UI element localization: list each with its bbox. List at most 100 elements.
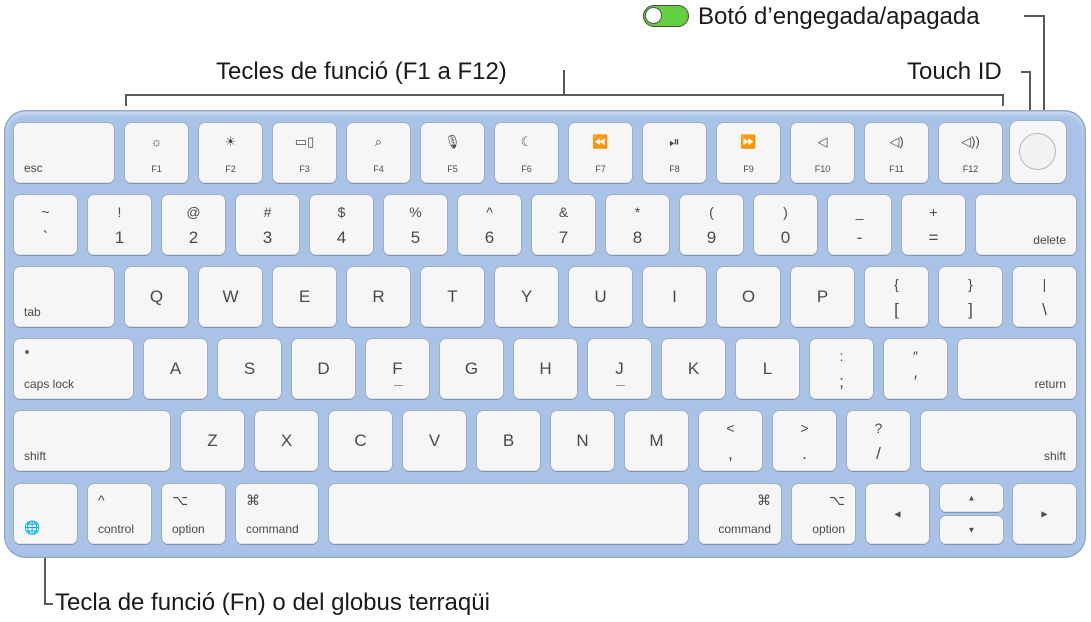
- key-backtick-bottom: `: [42, 228, 49, 247]
- key-r[interactable]: R: [347, 267, 410, 327]
- key-f4[interactable]: ⌕F4: [347, 123, 410, 183]
- key-command-right[interactable]: ⌘command: [699, 484, 781, 544]
- key-p[interactable]: P: [791, 267, 854, 327]
- key-esc[interactable]: esc: [14, 123, 114, 183]
- key-minus[interactable]: _-: [828, 195, 891, 255]
- key-caps-lock[interactable]: caps lock: [14, 339, 133, 399]
- key-0-top: ): [783, 204, 788, 220]
- key-4[interactable]: $4: [310, 195, 373, 255]
- touch-id-button[interactable]: [1010, 121, 1066, 183]
- key-v[interactable]: V: [403, 411, 466, 471]
- key-6[interactable]: ^6: [458, 195, 521, 255]
- key-q[interactable]: Q: [125, 267, 188, 327]
- key-9[interactable]: (9: [680, 195, 743, 255]
- option-icon: ⌥: [172, 492, 189, 508]
- arrow-left-icon: ◀: [894, 509, 901, 519]
- key-arrow-up[interactable]: ▲: [940, 484, 1003, 512]
- key-command-left[interactable]: ⌘command: [236, 484, 318, 544]
- key-fn-globe[interactable]: 🌐: [14, 484, 77, 544]
- key-x[interactable]: X: [255, 411, 318, 471]
- key-shift-right[interactable]: shift: [921, 411, 1076, 471]
- key-g[interactable]: G: [440, 339, 503, 399]
- key-8[interactable]: *8: [606, 195, 669, 255]
- key-tab[interactable]: tab: [14, 267, 114, 327]
- key-y[interactable]: Y: [495, 267, 558, 327]
- command-icon: ⌘: [757, 492, 771, 508]
- key-a[interactable]: A: [144, 339, 207, 399]
- arrow-up-icon: ▲: [967, 493, 976, 503]
- key-7[interactable]: &7: [532, 195, 595, 255]
- key-option-right[interactable]: ⌥option: [792, 484, 855, 544]
- key-h[interactable]: H: [514, 339, 577, 399]
- key-control[interactable]: ^control: [88, 484, 151, 544]
- key-6-bottom: 6: [484, 228, 495, 247]
- key-b[interactable]: B: [477, 411, 540, 471]
- key-f[interactable]: F: [366, 339, 429, 399]
- key-5-top: %: [409, 204, 422, 220]
- key-e[interactable]: E: [273, 267, 336, 327]
- key-2[interactable]: @2: [162, 195, 225, 255]
- key-period[interactable]: >.: [773, 411, 836, 471]
- key-arrow-down[interactable]: ▼: [940, 516, 1003, 544]
- key-3[interactable]: #3: [236, 195, 299, 255]
- key-j[interactable]: J: [588, 339, 651, 399]
- key-7-top: &: [558, 204, 569, 220]
- key-equals[interactable]: +=: [902, 195, 965, 255]
- key-t[interactable]: T: [421, 267, 484, 327]
- key-o-label: O: [741, 287, 756, 306]
- key-comma[interactable]: <,: [699, 411, 762, 471]
- key-minus-top: _: [855, 204, 864, 220]
- key-bracket-open[interactable]: {[: [865, 267, 928, 327]
- function-keys-bracket-left: [125, 94, 127, 106]
- key-f3-label: F3: [299, 164, 310, 174]
- key-semicolon[interactable]: :;: [810, 339, 873, 399]
- key-return[interactable]: return: [958, 339, 1076, 399]
- key-d[interactable]: D: [292, 339, 355, 399]
- key-z[interactable]: Z: [181, 411, 244, 471]
- key-w[interactable]: W: [199, 267, 262, 327]
- key-f1-label: F1: [151, 164, 162, 174]
- key-shift-right-label: shift: [1043, 449, 1066, 463]
- key-shift-left[interactable]: shift: [14, 411, 170, 471]
- key-k[interactable]: K: [662, 339, 725, 399]
- key-f2[interactable]: ☀F2: [199, 123, 262, 183]
- key-1[interactable]: !1: [88, 195, 151, 255]
- key-u[interactable]: U: [569, 267, 632, 327]
- key-a-label: A: [169, 359, 182, 378]
- power-toggle-icon: [643, 5, 689, 27]
- key-5[interactable]: %5: [384, 195, 447, 255]
- key-2-bottom: 2: [188, 228, 199, 247]
- key-s[interactable]: S: [218, 339, 281, 399]
- key-arrow-left[interactable]: ◀: [866, 484, 929, 544]
- key-x-label: X: [280, 431, 293, 450]
- key-backslash[interactable]: |\: [1013, 267, 1076, 327]
- search-icon: ⌕: [374, 134, 383, 149]
- key-n[interactable]: N: [551, 411, 614, 471]
- key-i[interactable]: I: [643, 267, 706, 327]
- key-slash[interactable]: ?/: [847, 411, 910, 471]
- do-not-disturb-icon: ☾: [520, 134, 533, 149]
- key-0[interactable]: )0: [754, 195, 817, 255]
- key-delete[interactable]: delete: [976, 195, 1076, 255]
- key-quote[interactable]: ″′: [884, 339, 947, 399]
- key-c[interactable]: C: [329, 411, 392, 471]
- key-option-left[interactable]: ⌥option: [162, 484, 225, 544]
- key-f5[interactable]: 🎙F5: [421, 123, 484, 183]
- key-f12[interactable]: ◁))F12: [939, 123, 1002, 183]
- key-f6[interactable]: ☾F6: [495, 123, 558, 183]
- key-f7[interactable]: ⏪F7: [569, 123, 632, 183]
- key-backtick[interactable]: ~`: [14, 195, 77, 255]
- key-m[interactable]: M: [625, 411, 688, 471]
- key-o[interactable]: O: [717, 267, 780, 327]
- key-8-bottom: 8: [632, 228, 643, 247]
- key-space[interactable]: [329, 484, 688, 544]
- key-f9[interactable]: ⏩F9: [717, 123, 780, 183]
- key-l[interactable]: L: [736, 339, 799, 399]
- key-f11[interactable]: ◁)F11: [865, 123, 928, 183]
- key-f1[interactable]: ☼F1: [125, 123, 188, 183]
- key-f10[interactable]: ◁F10: [791, 123, 854, 183]
- key-arrow-right[interactable]: ▶: [1013, 484, 1076, 544]
- key-f8[interactable]: ⏯F8: [643, 123, 706, 183]
- key-bracket-close[interactable]: }]: [939, 267, 1002, 327]
- key-f3[interactable]: ▭▯F3: [273, 123, 336, 183]
